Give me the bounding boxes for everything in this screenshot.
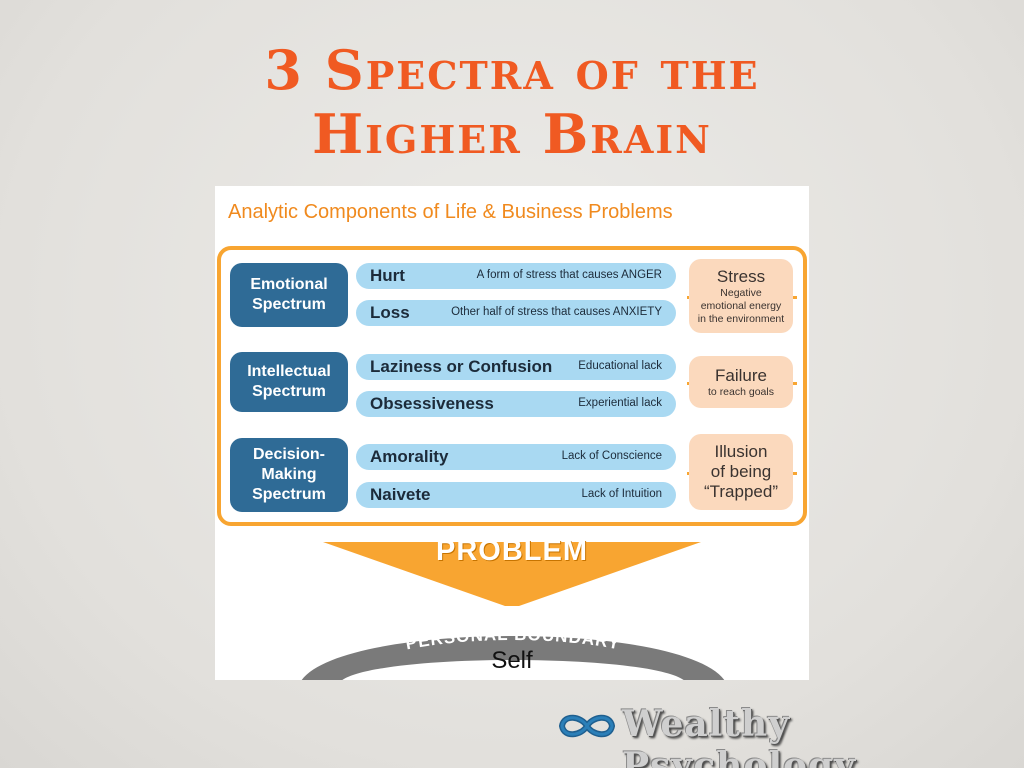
naivete-label: Naivete <box>370 485 431 504</box>
amorality-label: Amorality <box>370 447 449 466</box>
failure-subtitle: to reach goals <box>708 385 774 398</box>
stress-result-box: Stress Negative emotional energy in the … <box>689 259 793 333</box>
infinity-icon <box>558 714 616 738</box>
loss-pill: Loss Other half of stress that causes AN… <box>356 300 676 326</box>
slide-title-line-2: Higher Brain <box>312 102 712 166</box>
laziness-label: Laziness or Confusion <box>370 357 553 376</box>
intellectual-spectrum-box: Intellectual Spectrum <box>230 352 348 412</box>
wealthy-psychology-logo: Wealthy Psychology <box>556 703 1021 768</box>
amorality-pill: Amorality Lack of Conscience <box>356 444 676 470</box>
failure-title: Failure <box>715 365 767 385</box>
personal-boundary-arc: PERSONAL BOUNDARY <box>301 625 725 680</box>
illusion-result-box: Illusion of being “Trapped” <box>689 434 793 510</box>
amorality-description: Lack of Conscience <box>561 450 662 462</box>
analytic-components-diagram: Analytic Components of Life & Business P… <box>215 186 809 680</box>
failure-result-box: Failure to reach goals <box>689 356 793 408</box>
obsessiveness-pill: Obsessiveness Experiential lack <box>356 391 676 417</box>
hurt-description: A form of stress that causes ANGER <box>476 269 662 281</box>
naivete-description: Lack of Intuition <box>581 488 662 500</box>
self-label: Self <box>491 647 533 674</box>
hurt-label: Hurt <box>370 266 405 285</box>
boundary-band <box>301 636 725 680</box>
laziness-pill: Laziness or Confusion Educational lack <box>356 354 676 380</box>
logo-text: Wealthy Psychology <box>622 703 857 768</box>
stress-title: Stress <box>716 266 766 286</box>
illusion-title: Illusion of being “Trapped” <box>703 442 778 501</box>
loss-description: Other half of stress that causes ANXIETY <box>451 306 662 318</box>
obsessiveness-description: Experiential lack <box>578 397 662 409</box>
problem-arrow <box>323 542 701 606</box>
problem-label: PROBLEM <box>436 535 588 567</box>
problem-arrow-shape <box>323 542 701 606</box>
loss-label: Loss <box>370 303 410 322</box>
laziness-description: Educational lack <box>578 360 662 372</box>
hurt-pill: Hurt A form of stress that causes ANGER <box>356 263 676 289</box>
spectra-frame <box>217 246 807 526</box>
decision-making-spectrum-box: Decision- Making Spectrum <box>230 438 348 512</box>
slide-title: 3 Spectra of the Higher Brain <box>0 38 1024 166</box>
naivete-pill: Naivete Lack of Intuition <box>356 482 676 508</box>
obsessiveness-label: Obsessiveness <box>370 394 494 413</box>
emotional-spectrum-box: Emotional Spectrum <box>230 263 348 327</box>
slide-title-line-1: 3 Spectra of the <box>264 38 760 102</box>
diagram-heading: Analytic Components of Life & Business P… <box>228 201 673 223</box>
stress-subtitle: Negative emotional energy in the environ… <box>697 286 785 325</box>
